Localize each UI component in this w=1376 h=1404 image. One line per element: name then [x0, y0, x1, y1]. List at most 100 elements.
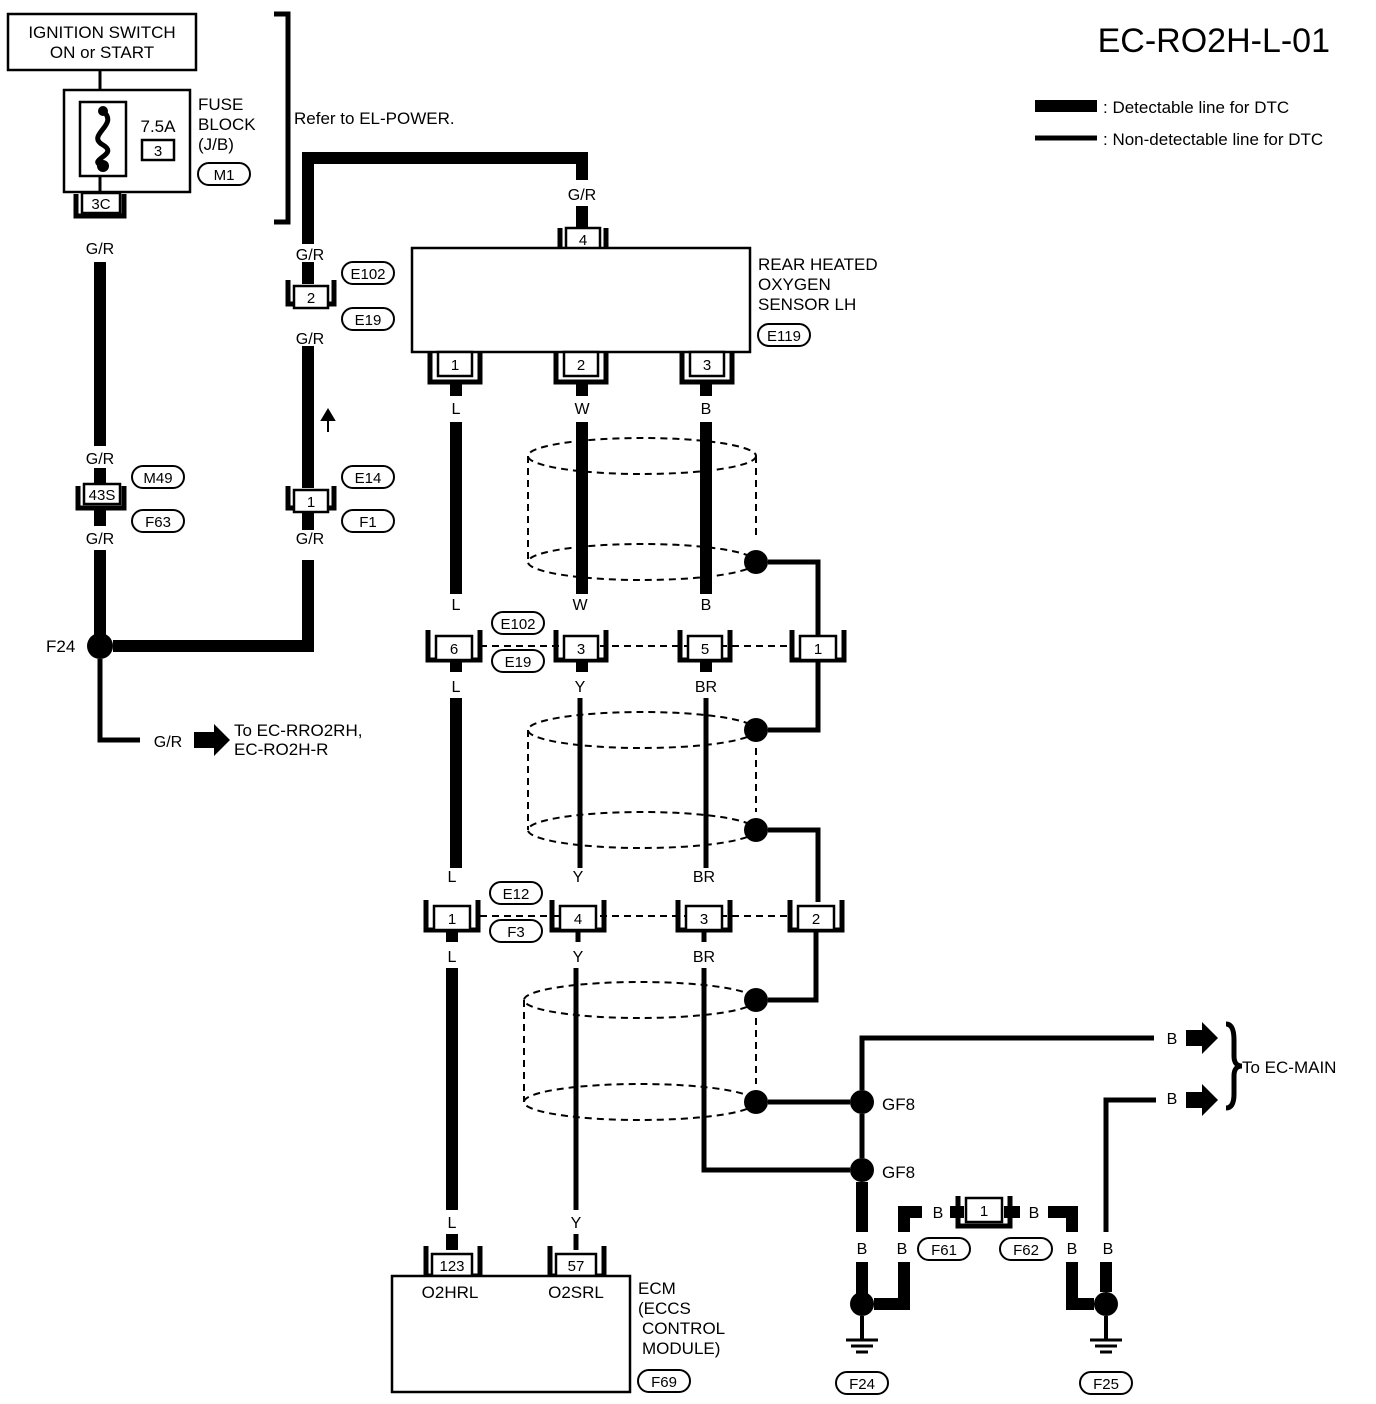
- connector-e12-pin3: 3: [700, 911, 708, 928]
- connector-e12-pin2: 2: [812, 911, 820, 928]
- connector-e19-oval: [341, 307, 395, 331]
- connector-43s-box: [82, 482, 122, 506]
- ignition-switch-state: ON or START: [50, 43, 154, 62]
- connector-f61-code: F61: [931, 1242, 957, 1259]
- wire-color-y-3: Y: [573, 949, 584, 966]
- connector-e102-box: [292, 284, 330, 310]
- wire-color-br-1: BR: [695, 679, 717, 696]
- connector-e14-code: E14: [355, 470, 382, 487]
- sensor-pin3: 3: [703, 357, 711, 374]
- arrow-right-icon-main-1: [1186, 1022, 1218, 1054]
- ecm-code: F69: [651, 1374, 677, 1391]
- terminal-3c-label: 3C: [91, 196, 110, 213]
- wire-color-l-6: L: [448, 1215, 457, 1232]
- ignition-switch-label: IGNITION SWITCH: [28, 23, 175, 42]
- wire-color-l-2: L: [452, 597, 461, 614]
- sensor-label-2: OXYGEN: [758, 275, 831, 294]
- to-ec-rro2rh-2: EC-RO2H-R: [234, 740, 328, 759]
- ground-f24-code: F24: [849, 1376, 875, 1393]
- diagram-title: EC-RO2H-L-01: [1098, 22, 1330, 60]
- connector-f61-pin1-box: [964, 1196, 1004, 1224]
- fuse-amperage: 7.5A: [141, 117, 177, 136]
- ground-gf8-bottom-label: GF8: [882, 1163, 915, 1182]
- connector-f1-code: F1: [359, 514, 377, 531]
- fuse-number: 3: [154, 143, 162, 160]
- wire-color-y-4: Y: [571, 1215, 582, 1232]
- shield-2-drain-bottom: [744, 818, 768, 842]
- connector-f62-code: F62: [1013, 1242, 1039, 1259]
- wire-b-to-ec-main-2: [1103, 1097, 1156, 1232]
- wire-color-b-2: B: [701, 597, 712, 614]
- connector-e12-pin4: 4: [574, 911, 582, 928]
- wire-color-b-g4: B: [1029, 1205, 1040, 1222]
- sensor-pin4: 4: [579, 232, 587, 249]
- shield-3-drain-top: [744, 988, 768, 1012]
- sensor-pin2: 2: [577, 357, 585, 374]
- ec-main-brace: [1225, 1021, 1243, 1111]
- connector-e102-pin3-box: [562, 634, 600, 662]
- wire-color-b-g1: B: [857, 1241, 868, 1258]
- sensor-pin1-box: [436, 350, 474, 378]
- connector-m49-code: M49: [143, 470, 172, 487]
- arrow-up-icon: [320, 408, 336, 432]
- connector-f3-code: F3: [507, 924, 525, 941]
- sensor-pin3-box: [688, 350, 726, 378]
- wire-color-b-main-1: B: [1167, 1031, 1178, 1048]
- connector-e12-pin2-box: [796, 904, 836, 932]
- connector-e12-pin1: 1: [448, 911, 456, 928]
- sensor-pin1: 1: [451, 357, 459, 374]
- ecm-pin-a-name: O2HRL: [422, 1283, 479, 1302]
- connector-e102b-oval: [491, 611, 545, 635]
- ground-gf8-bottom: [850, 1158, 874, 1182]
- ecm-pin-b-name: O2SRL: [548, 1283, 604, 1302]
- shield-1-bottom: [527, 543, 757, 581]
- connector-f61-pin1: 1: [980, 1203, 988, 1220]
- sensor-code-oval: [757, 323, 811, 347]
- sensor-code: E119: [767, 328, 801, 345]
- wire-color-l-3: L: [452, 679, 461, 696]
- wire-color-gr-7: G/R: [568, 187, 596, 204]
- to-ec-rro2rh-1: To EC-RRO2RH,: [234, 721, 362, 740]
- connector-e102-code: E102: [350, 266, 385, 283]
- ground-gf8-top: [850, 1090, 874, 1114]
- connector-f3-oval: [489, 919, 543, 943]
- wire-color-l-5: L: [448, 949, 457, 966]
- wire-color-br-2: BR: [693, 869, 715, 886]
- wire-gr-f24-to-e14: [113, 560, 314, 652]
- shield-2-drain-top: [744, 718, 768, 742]
- arrow-right-icon-main-2: [1186, 1084, 1218, 1116]
- wire-color-w-2: W: [572, 597, 588, 614]
- wire-color-w-1: W: [574, 401, 590, 418]
- wire-color-b-g6: B: [1103, 1241, 1114, 1258]
- connector-e102-pin1: 1: [814, 641, 822, 658]
- ignition-switch-box: [6, 12, 198, 72]
- wire-color-l-4: L: [448, 869, 457, 886]
- arrow-right-icon: [194, 724, 230, 756]
- rear-heated-oxygen-sensor-lh: [410, 246, 752, 354]
- connector-e102-pin5-box: [686, 634, 724, 662]
- shield-3-top: [523, 981, 757, 1019]
- ground-f24-oval: [835, 1371, 889, 1395]
- fuse-block-code-oval: [197, 162, 251, 186]
- ground-node-f24: [850, 1292, 874, 1316]
- connector-e14-pin: 1: [307, 494, 315, 511]
- wire-color-y-1: Y: [575, 679, 586, 696]
- ground-f25-oval: [1079, 1371, 1133, 1395]
- sensor-pin2-box: [562, 350, 600, 378]
- wire-color-l-1: L: [452, 401, 461, 418]
- fuse-symbol: [95, 109, 111, 169]
- ground-gf8-top-label: GF8: [882, 1095, 915, 1114]
- ecm-label-2: (ECCS: [638, 1299, 691, 1318]
- shield-2-bottom: [527, 811, 757, 849]
- ecm-box: [390, 1274, 632, 1394]
- legend-detectable-text: : Detectable line for DTC: [1103, 98, 1289, 117]
- ecm-label-1: ECM: [638, 1279, 676, 1298]
- wire-b-to-ec-main-1: [859, 1035, 1154, 1090]
- connector-e19b-oval: [491, 649, 545, 673]
- connector-e19b-code: E19: [505, 654, 532, 671]
- sensor-label-1: REAR HEATED: [758, 255, 878, 274]
- legend-non-detectable-text: : Non-detectable line for DTC: [1103, 130, 1323, 149]
- terminal-3c-box: [80, 191, 122, 215]
- fuse-block-label-3: (J/B): [198, 135, 234, 154]
